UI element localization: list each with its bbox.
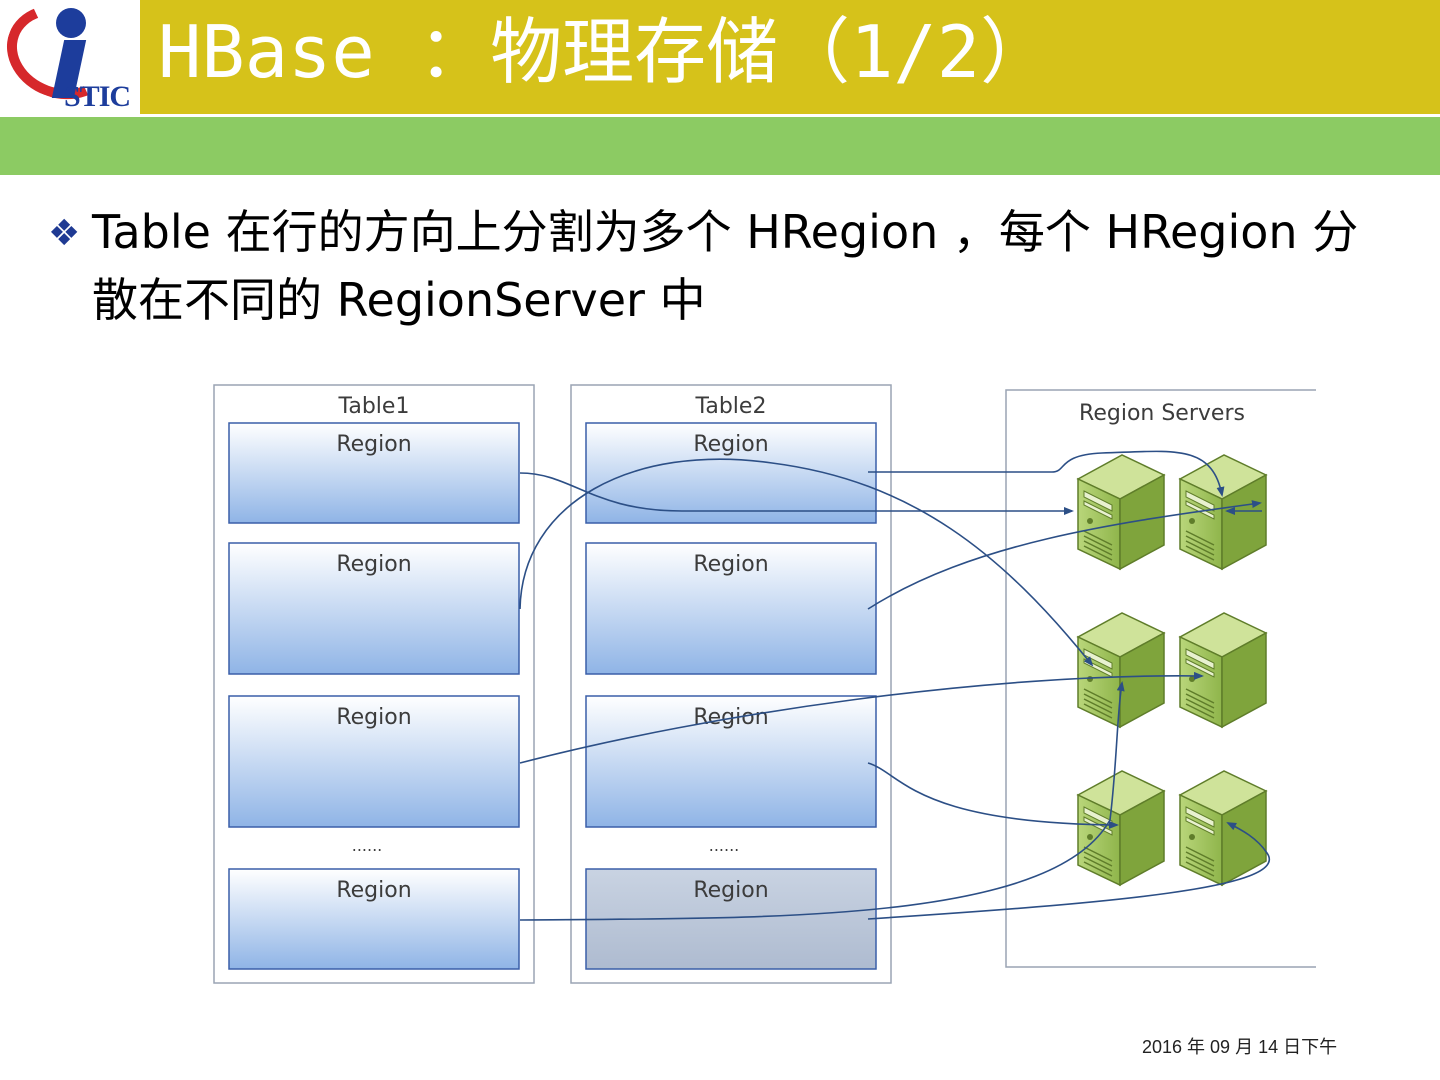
region-servers-container [1005, 389, 1316, 968]
region-label: Region [336, 878, 411, 903]
region-label: Region [693, 552, 768, 577]
region-label: Region [336, 552, 411, 577]
diamond-bullet-icon: ❖ [48, 213, 81, 254]
title-rule [0, 114, 1440, 117]
region-servers-title: Region Servers [1079, 401, 1245, 426]
table-title-2: Table2 [695, 394, 767, 419]
server-tower-icon [1077, 612, 1165, 728]
table-ellipsis: ...... [709, 836, 740, 855]
connection-arrow [519, 458, 1094, 667]
server-tower-icon [1179, 612, 1267, 728]
region-box [228, 422, 520, 524]
connection-arrow [519, 472, 1074, 515]
server-tower-icon [1179, 770, 1267, 886]
connection-arrow [867, 762, 1119, 829]
green-band [0, 117, 1440, 175]
footer-date: 2016 年 09 月 14 日下午 [1142, 1037, 1338, 1057]
region-label: Region [336, 705, 411, 730]
table-title-1: Table1 [338, 394, 410, 419]
server-tower-icon [1077, 454, 1165, 570]
region-label: Region [693, 878, 768, 903]
region-box [228, 868, 520, 970]
hbase-storage-diagram: Table1RegionRegionRegionRegion......Tabl… [213, 384, 1316, 984]
server-tower-icon [1077, 770, 1165, 886]
header-band [0, 0, 1440, 114]
region-box [228, 695, 520, 828]
region-box [228, 542, 520, 675]
connection-arrow [867, 822, 1270, 920]
connection-arrow [868, 450, 1225, 497]
connection-arrow [519, 671, 1204, 764]
bullet-text: Table 在行的方向上分割为多个 HRegion ，每个 HRegion 分散… [92, 205, 1359, 327]
logo-i-dot [56, 8, 86, 38]
table-ellipsis: ...... [352, 836, 383, 855]
connection-arrow [519, 681, 1125, 921]
logo-text: STIC [64, 80, 131, 113]
istic-logo: STIC [0, 0, 140, 115]
slide-title: HBase ：物理存储（1/2） [158, 10, 1053, 94]
region-box [585, 542, 877, 675]
region-label: Region [336, 432, 411, 457]
region-label: Region [693, 432, 768, 457]
connection-arrow [867, 500, 1262, 610]
